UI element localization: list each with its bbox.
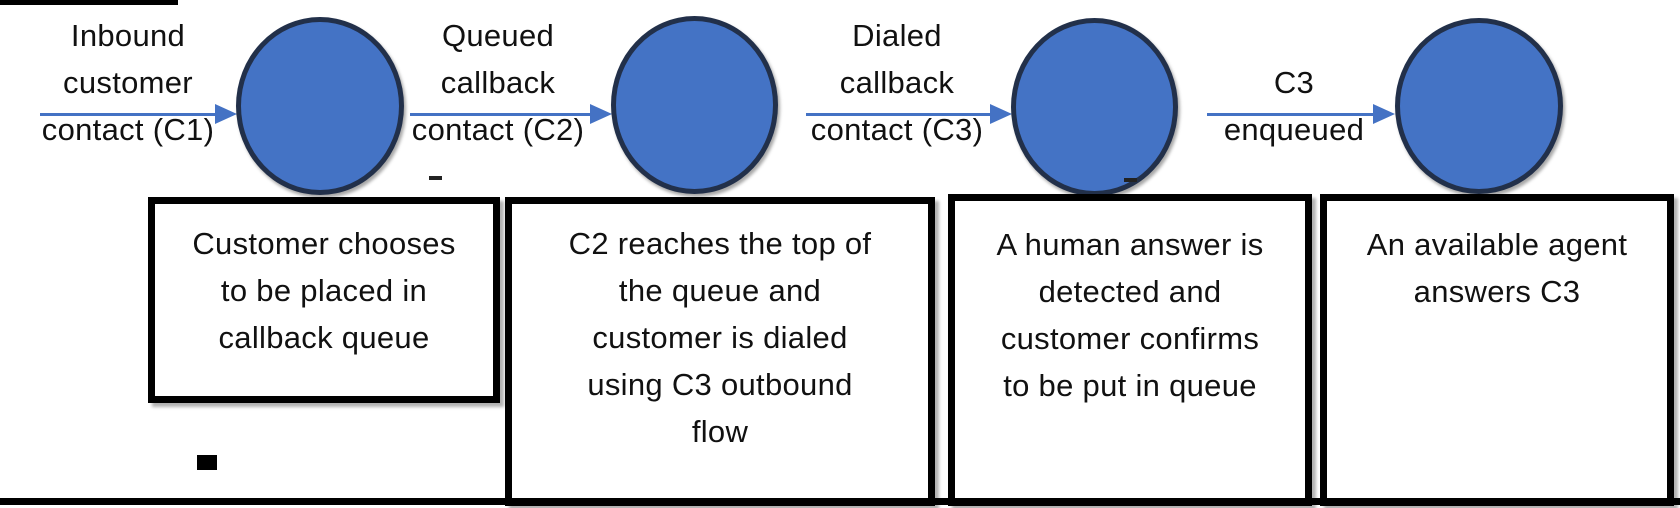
description-box-3: A human answer is detected and customer … xyxy=(948,194,1312,506)
flow-arrow-4-head-icon xyxy=(1373,104,1395,124)
flow-arrow-2-head-icon xyxy=(590,104,612,124)
top-left-bar xyxy=(0,0,178,5)
state-node-2 xyxy=(611,16,778,194)
bottom-border-line xyxy=(0,498,1680,505)
description-text-4: An available agent answers C3 xyxy=(1366,227,1628,309)
arrow-label-c3-enqueued: C3 enqueued xyxy=(1223,65,1365,147)
arrow-label-inbound-contact: Inbound customer contact (C1) xyxy=(41,18,215,147)
stray-dash-mark-1 xyxy=(429,176,442,180)
arrow-label-queued-callback: Queued callback contact (C2) xyxy=(411,18,585,147)
stray-square-mark xyxy=(197,455,217,470)
flow-arrow-4-line xyxy=(1207,113,1375,116)
arrow-label-dialed-callback: Dialed callback contact (C3) xyxy=(810,18,984,147)
flow-arrow-2-line xyxy=(410,113,592,116)
flow-arrow-3-head-icon xyxy=(990,104,1012,124)
flow-arrow-1-head-icon xyxy=(215,104,237,124)
description-box-4: An available agent answers C3 xyxy=(1320,194,1674,506)
description-box-2: C2 reaches the top of the queue and cust… xyxy=(505,197,935,506)
state-node-3 xyxy=(1011,18,1178,196)
description-text-1: Customer chooses to be placed in callbac… xyxy=(192,226,456,355)
flow-arrow-3-line xyxy=(806,113,992,116)
stray-dash-mark-2 xyxy=(1124,178,1137,182)
flow-arrow-1-line xyxy=(40,113,218,116)
state-node-4 xyxy=(1395,18,1563,194)
description-box-1: Customer chooses to be placed in callbac… xyxy=(148,197,500,403)
description-text-2: C2 reaches the top of the queue and cust… xyxy=(568,226,872,449)
description-text-3: A human answer is detected and customer … xyxy=(996,227,1264,403)
state-node-1 xyxy=(236,17,404,195)
